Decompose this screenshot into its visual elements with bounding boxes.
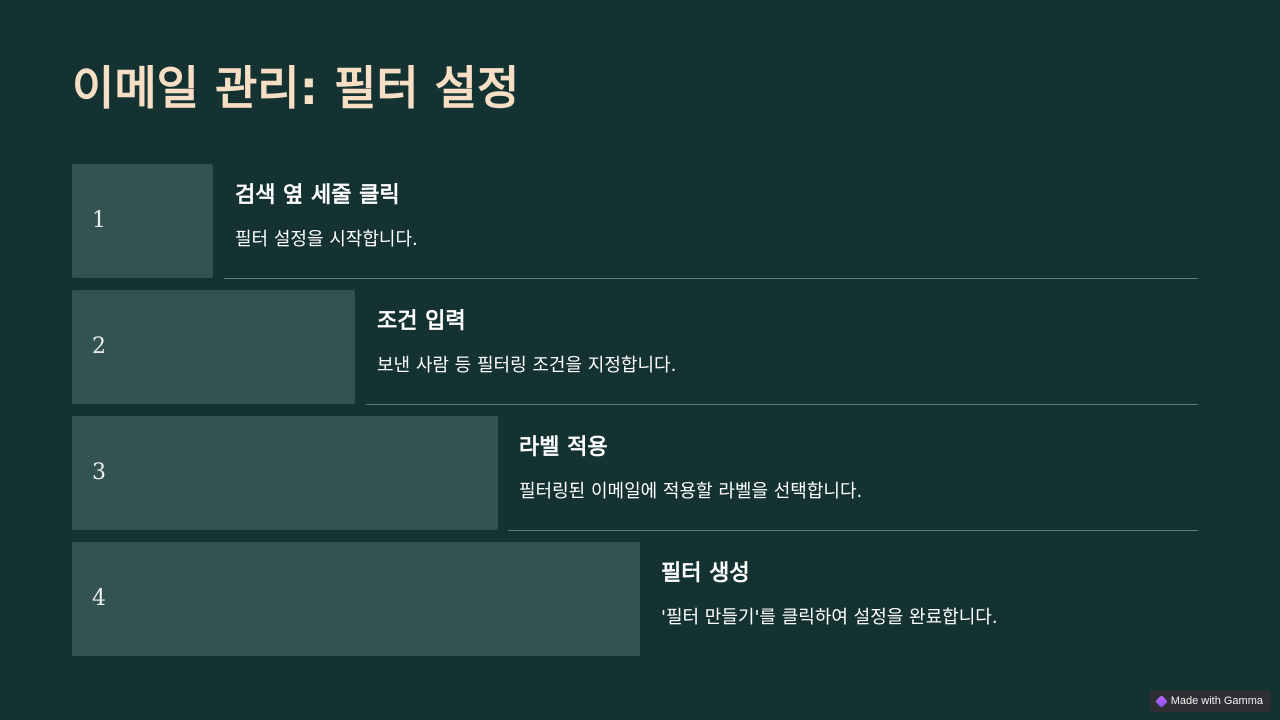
step-3-heading: 라벨 적용 — [519, 435, 608, 460]
step-4-content: 필터 생성 '필터 만들기'를 클릭하여 설정을 완료합니다. — [650, 542, 1198, 657]
step-1-content: 검색 옆 세줄 클릭 필터 설정을 시작합니다. — [224, 164, 1198, 279]
step-1-number: 1 — [92, 208, 106, 233]
step-1-heading: 검색 옆 세줄 클릭 — [235, 183, 400, 208]
step-3-number: 3 — [92, 460, 106, 485]
gamma-logo-icon — [1154, 694, 1168, 708]
step-4-heading: 필터 생성 — [661, 561, 750, 586]
step-4-description: '필터 만들기'를 클릭하여 설정을 완료합니다. — [661, 607, 998, 628]
made-with-gamma-badge[interactable]: Made with Gamma — [1149, 690, 1271, 712]
badge-label: Made with Gamma — [1170, 695, 1263, 707]
step-1-description: 필터 설정을 시작합니다. — [235, 229, 418, 250]
step-3-description: 필터링된 이메일에 적용할 라벨을 선택합니다. — [519, 481, 863, 502]
step-2-content: 조건 입력 보낸 사람 등 필터링 조건을 지정합니다. — [366, 290, 1198, 405]
step-3-number-box: 3 — [72, 416, 498, 530]
step-4-number-box: 4 — [72, 542, 640, 656]
slide-title: 이메일 관리: 필터 설정 — [72, 61, 520, 115]
step-2-description: 보낸 사람 등 필터링 조건을 지정합니다. — [377, 355, 677, 376]
step-4-number: 4 — [92, 586, 106, 611]
step-2-number: 2 — [92, 334, 106, 359]
step-2-number-box: 2 — [72, 290, 355, 404]
step-3-content: 라벨 적용 필터링된 이메일에 적용할 라벨을 선택합니다. — [508, 416, 1198, 531]
step-2-heading: 조건 입력 — [377, 309, 466, 334]
step-1-number-box: 1 — [72, 164, 213, 278]
